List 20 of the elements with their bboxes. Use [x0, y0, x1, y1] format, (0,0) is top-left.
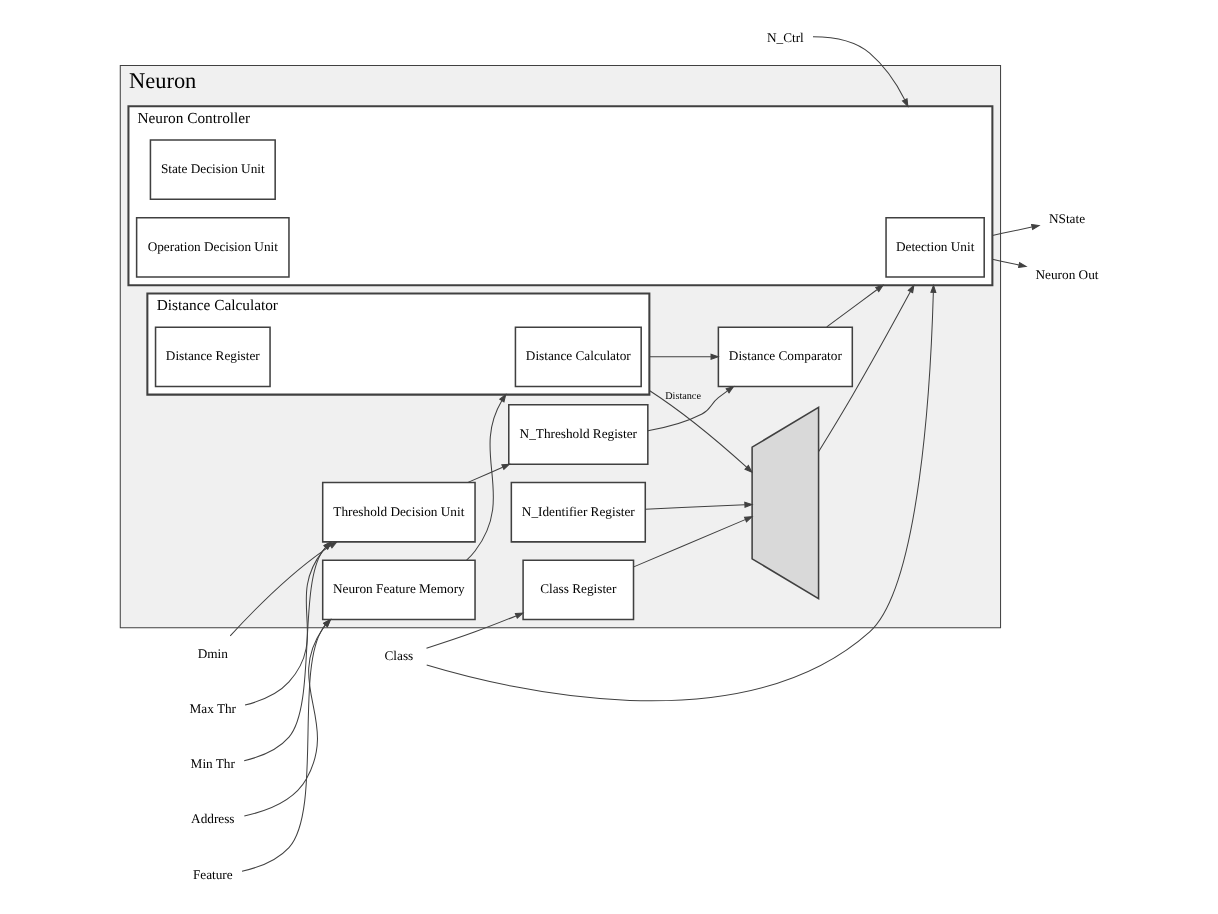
arrow	[228, 541, 337, 637]
arrow	[647, 390, 753, 474]
arrow	[647, 353, 719, 361]
arrow	[825, 284, 884, 328]
arrow	[643, 501, 753, 510]
arrow	[243, 541, 332, 706]
arrow	[425, 612, 524, 649]
arrow	[817, 283, 914, 452]
arrow	[242, 541, 331, 762]
arrow	[466, 463, 510, 483]
arrow	[632, 516, 753, 568]
arrow	[425, 283, 936, 701]
arrow	[990, 223, 1040, 236]
arrow	[990, 258, 1027, 269]
arrow	[242, 618, 331, 817]
arrow	[646, 385, 734, 432]
arrow	[465, 393, 506, 561]
node-trapezoid	[750, 406, 819, 600]
arrow	[240, 618, 331, 872]
arrow	[811, 36, 908, 108]
